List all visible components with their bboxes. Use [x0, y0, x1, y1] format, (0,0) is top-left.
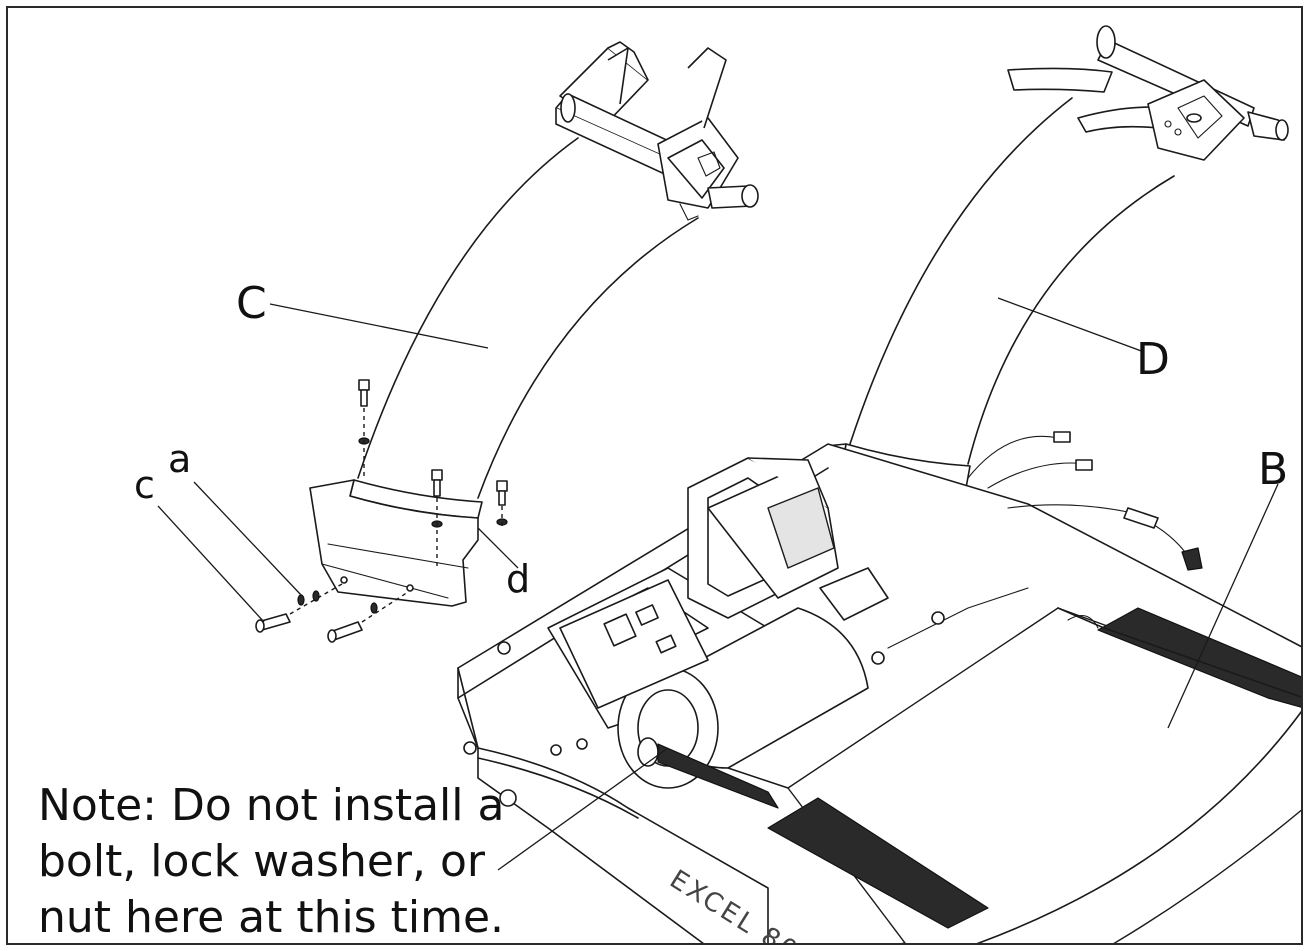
right-upright-handlebar	[1007, 25, 1289, 161]
note-line-3: nut here at this time.	[38, 892, 504, 943]
left-upright-assembly	[309, 41, 759, 607]
belt-tread-front	[767, 797, 989, 929]
left-upright-top-bracket	[555, 41, 759, 221]
callout-d-upper: D	[1136, 334, 1170, 385]
controller-board	[559, 579, 709, 709]
side-bolt-upper	[255, 613, 291, 633]
bolt-top-left	[358, 379, 370, 407]
callout-c-upper: C	[236, 278, 267, 329]
note-line-1: Note: Do not install a	[38, 780, 504, 831]
drive-motor	[617, 607, 869, 809]
bolt-center	[431, 469, 443, 497]
leader-a-lower	[193, 481, 303, 597]
leader-c-lower	[157, 505, 265, 623]
treadmill-base: EXCEL 800	[457, 431, 1301, 943]
right-upright-tube	[849, 97, 1175, 465]
leader-c-upper	[269, 303, 489, 349]
installation-note: Note: Do not install a bolt, lock washer…	[38, 780, 504, 943]
nut-upper	[312, 590, 320, 602]
callout-a-lower: a	[168, 437, 191, 481]
side-rail	[463, 641, 769, 943]
leader-b-upper	[1167, 483, 1279, 729]
callout-c-lower: c	[134, 463, 155, 507]
left-bracket-hardware	[255, 379, 508, 643]
side-bolt-lower	[327, 621, 363, 643]
callout-d-lower: d	[506, 557, 530, 601]
leader-d-upper	[997, 297, 1145, 353]
note-line-2: bolt, lock washer, or	[38, 836, 486, 887]
bolt-right	[496, 480, 508, 506]
leader-d-lower	[477, 527, 519, 569]
right-upright-assembly	[825, 25, 1289, 521]
leader-lines	[157, 297, 1279, 871]
assembly-diagram: EXCEL 800 C D B a c d Note: Do not insta…	[38, 25, 1301, 943]
leader-note	[497, 747, 669, 871]
left-upright-base-bracket	[309, 479, 479, 607]
lock-washer-upper	[297, 594, 305, 606]
lock-washer-lower	[370, 602, 378, 614]
left-upright-tube	[357, 137, 699, 499]
elevation-motor	[687, 457, 889, 621]
wiring-harness	[871, 431, 1203, 665]
diagram-frame: EXCEL 800 C D B a c d Note: Do not insta…	[6, 6, 1303, 945]
callout-b-upper: B	[1258, 444, 1288, 495]
